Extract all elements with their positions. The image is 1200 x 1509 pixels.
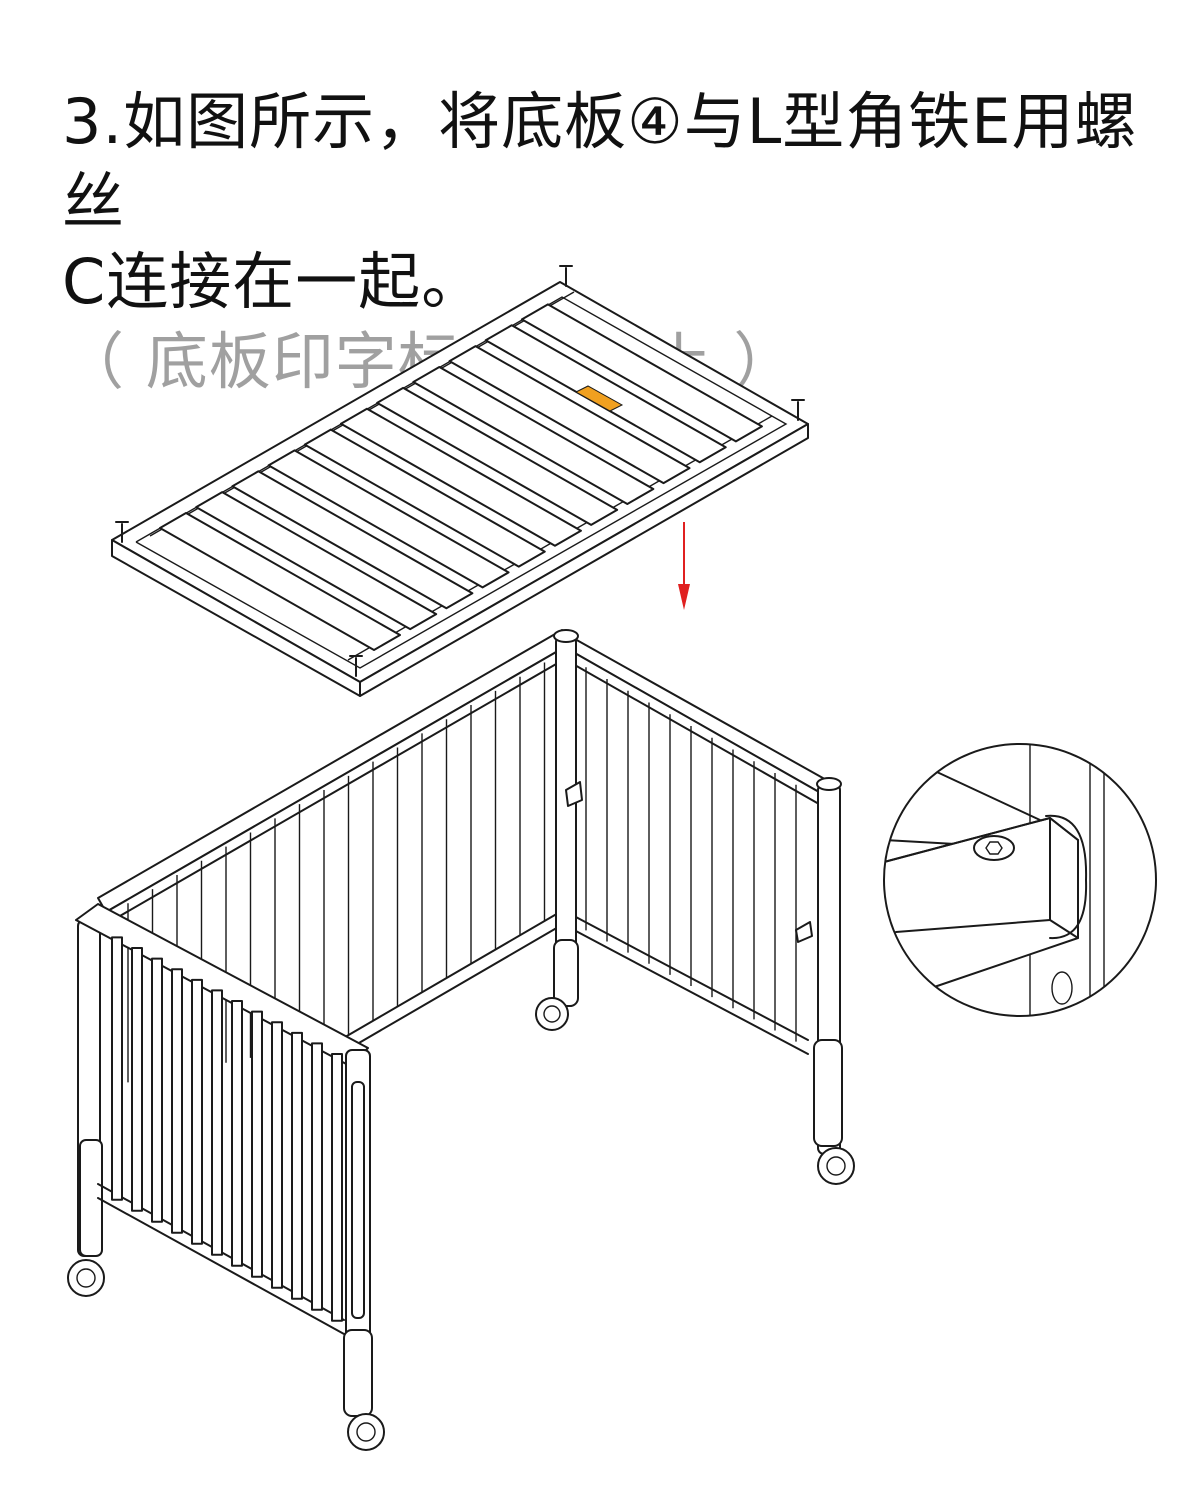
front-slat bbox=[231, 1000, 243, 1267]
front-slat bbox=[331, 1053, 343, 1322]
crib-frame bbox=[67, 629, 855, 1451]
front-slat bbox=[131, 947, 143, 1212]
front-slat bbox=[271, 1021, 283, 1289]
caster-wheels bbox=[67, 997, 855, 1451]
board-slat bbox=[195, 491, 438, 631]
board-slat bbox=[412, 366, 655, 505]
board-slat bbox=[267, 449, 510, 589]
board-slat bbox=[231, 470, 474, 610]
front-slat bbox=[191, 978, 203, 1245]
board-slat bbox=[303, 428, 546, 568]
l-bracket-e bbox=[565, 781, 583, 807]
base-board bbox=[111, 265, 809, 697]
board-slat bbox=[484, 324, 727, 464]
instruction-line-2-text: C连接在一起。 bbox=[62, 245, 485, 318]
label-sticker bbox=[574, 385, 624, 412]
front-slat bbox=[211, 989, 223, 1256]
front-slat bbox=[251, 1010, 263, 1278]
board-slat bbox=[448, 345, 691, 485]
front-slat bbox=[311, 1042, 323, 1311]
board-slat bbox=[159, 512, 401, 651]
front-slat bbox=[151, 957, 163, 1223]
instruction-line-1: 3.如图所示，将底板④与L型角铁E用螺丝 bbox=[62, 85, 1138, 238]
front-slat bbox=[291, 1031, 303, 1300]
front-slat bbox=[171, 968, 183, 1234]
board-slat bbox=[339, 407, 582, 547]
down-arrow-icon bbox=[678, 522, 690, 610]
front-slat bbox=[111, 936, 123, 1201]
detail-zoom-circle bbox=[883, 743, 1157, 1017]
screw-c bbox=[115, 265, 805, 677]
board-slat bbox=[520, 303, 763, 443]
board-slat bbox=[376, 386, 619, 526]
